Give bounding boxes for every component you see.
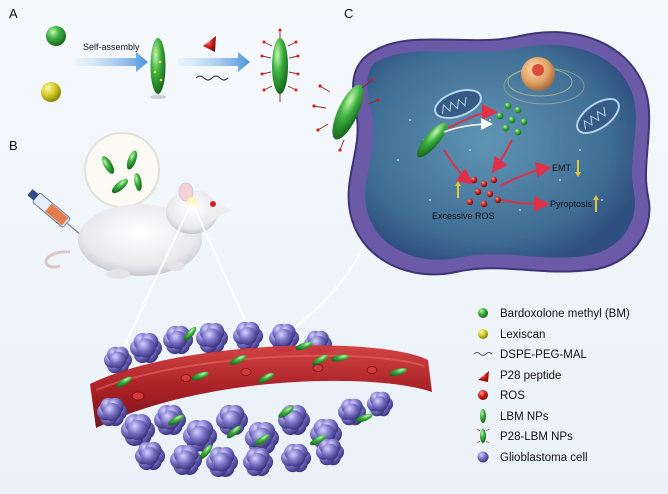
syringe-icon [27, 189, 83, 237]
approaching-nanoparticle [312, 78, 380, 152]
legend-red-sphere-icon [478, 390, 488, 400]
legend-item-dspe: DSPE-PEG-MAL [473, 349, 588, 361]
lbm-nanoparticle-icon [150, 38, 166, 99]
tumor-cell [135, 441, 166, 471]
legend-purple-sphere-icon [477, 451, 489, 463]
tumor-cell [97, 397, 128, 427]
legend-yellow-sphere-icon [478, 329, 488, 339]
tumor-cell [316, 438, 344, 466]
panel-label-b: B [9, 138, 18, 153]
legend-label-bm: Bardoxolone methyl (BM) [500, 308, 630, 320]
tumor-cell [216, 405, 248, 436]
bardoxolone-sphere-icon [46, 26, 66, 46]
nanoparticle [278, 406, 294, 418]
glioblastoma-tumor-mass [104, 321, 332, 374]
mitochondrion-left [434, 89, 482, 119]
tumor-cell [104, 346, 132, 374]
nanoparticle [168, 414, 184, 426]
emt-label: EMT [552, 163, 572, 173]
nanoparticle [226, 425, 242, 439]
tumor-cell [366, 391, 394, 417]
internalized-nanoparticle [416, 122, 448, 158]
legend-red-wedge-icon [478, 371, 489, 382]
glioblastoma-cell-body [347, 31, 651, 276]
legend-spiky-green-ellipse-icon [476, 428, 490, 444]
tumor-cell [120, 414, 156, 446]
panel-label-a: A [9, 6, 18, 21]
legend-item-lbm: LBM NPs [480, 409, 549, 423]
legend-label-p28: P28 peptide [500, 370, 561, 382]
mouse-illustration [44, 182, 232, 279]
ros-up-arrow-icon [455, 181, 461, 198]
legend-label-ros: ROS [500, 390, 525, 402]
lexiscan-sphere-icon [41, 82, 61, 102]
legend-label-p28-lbm: P28-LBM NPs [500, 431, 573, 443]
nanoparticle [312, 354, 328, 366]
tumor-cell [163, 325, 194, 355]
dspe-peg-mal-wave-icon [195, 75, 229, 81]
legend-label-lbm: LBM NPs [500, 411, 549, 423]
legend-wavy-line-icon [473, 352, 493, 356]
legend-green-sphere-icon [478, 308, 488, 318]
nanoparticle [331, 354, 349, 362]
legend-item-p28: P28 peptide [478, 370, 561, 382]
legend-item-p28-lbm: P28-LBM NPs [476, 428, 573, 444]
nanoparticle [355, 413, 373, 423]
tumor-cell [170, 445, 202, 476]
p28-lbm-nanoparticle-icon [260, 28, 300, 102]
signaling-arrows [443, 104, 552, 212]
legend: Bardoxolone methyl (BM) Lexiscan DSPE-PE… [473, 308, 630, 464]
zoom-bubble [84, 132, 160, 208]
legend-label-glioblastoma: Glioblastoma cell [500, 452, 588, 464]
release-arrow [443, 118, 493, 133]
tumor-cell [206, 447, 238, 478]
pyroptosis-up-arrow-icon [593, 195, 599, 212]
pyroptosis-label: Pyroptosis [550, 199, 593, 209]
legend-item-bm: Bardoxolone methyl (BM) [478, 308, 630, 320]
emt-down-arrow-icon [575, 160, 581, 177]
tumor-cell [130, 333, 162, 364]
blood-vessel [90, 326, 432, 428]
tumor-cell [281, 443, 312, 473]
legend-item-ros: ROS [478, 390, 525, 402]
panel-label-c: C [344, 6, 353, 21]
tumor-cell [182, 420, 218, 452]
p28-peptide-wedge-icon [203, 36, 216, 52]
legend-label-dspe: DSPE-PEG-MAL [500, 349, 588, 361]
excessive-ros-label: Excessive ROS [432, 211, 495, 221]
mitochondrion-right [576, 98, 620, 134]
nanoparticle [310, 434, 326, 446]
nanoparticle [389, 368, 407, 376]
tumor-cell [278, 405, 311, 436]
nanoparticle [295, 341, 313, 351]
nucleus [503, 57, 585, 105]
tumor-cell [338, 398, 366, 426]
nanoparticle [183, 326, 197, 342]
nanoparticle [191, 371, 209, 381]
tumor-cell [233, 321, 264, 351]
legend-label-lexiscan: Lexiscan [500, 329, 545, 341]
peptide-conjugation-arrow [178, 52, 250, 72]
tumor-cell [243, 447, 274, 477]
legend-item-glioblastoma: Glioblastoma cell [477, 451, 588, 464]
bm-release-cluster [496, 102, 528, 136]
legend-green-ellipse-icon [480, 409, 486, 423]
nanoparticle [199, 444, 213, 460]
tumor-cell [196, 323, 228, 354]
tumor-cell [310, 419, 343, 450]
nanoparticle [116, 376, 132, 388]
self-assembly-label: Self-assembly [83, 42, 140, 52]
legend-item-lexiscan: Lexiscan [478, 329, 545, 341]
tumor-cell [269, 323, 300, 353]
tumor-front-cells [97, 391, 394, 478]
self-assembly-arrow [76, 52, 148, 72]
nanoparticle [229, 355, 247, 365]
nanoparticle [258, 372, 274, 384]
nanoparticle [254, 434, 270, 446]
